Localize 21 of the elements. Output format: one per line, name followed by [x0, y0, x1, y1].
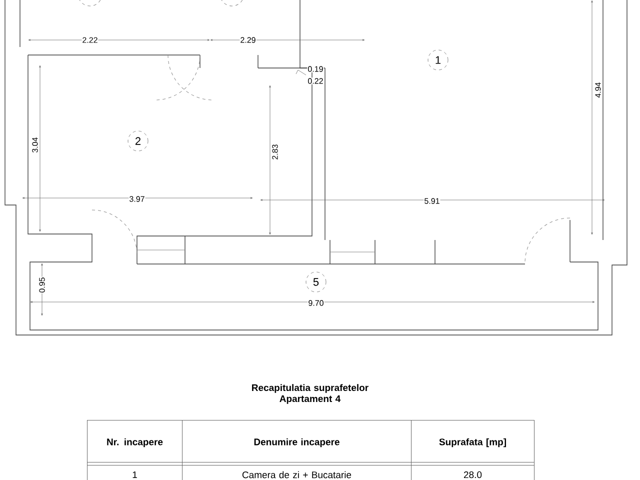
dimension-label: 9.70 — [308, 300, 324, 306]
table-cell: Denumire incapere — [182, 420, 412, 466]
table-cell: 28.0 — [411, 462, 534, 480]
room-number: 1 — [428, 50, 448, 70]
table-cell: 1 — [87, 462, 182, 480]
dimension-label: 5.91 — [424, 198, 440, 204]
table-title: Recapitulatia suprafetelor Apartament 4 — [252, 384, 368, 404]
dimension-label: 3.04 — [32, 136, 38, 154]
room-number: 5 — [306, 272, 326, 292]
dimension-label: 3.97 — [128, 196, 146, 202]
dimension-label: 0.22 — [307, 78, 324, 84]
dimension-label: 0.95 — [38, 276, 46, 294]
table-cell: Nr. incapere — [87, 420, 182, 466]
dimension-label: 2.83 — [272, 144, 278, 160]
room-number: 2 — [128, 130, 148, 152]
table-cell: Suprafata [mp] — [411, 420, 534, 466]
dimension-label: 4.94 — [594, 82, 602, 98]
dimension-label: 0.19 — [307, 66, 324, 72]
dimension-label: 2.29 — [240, 36, 256, 44]
table-cell: Camera de zi + Bucatarie — [182, 462, 412, 480]
dimension-label: 2.22 — [82, 36, 98, 44]
